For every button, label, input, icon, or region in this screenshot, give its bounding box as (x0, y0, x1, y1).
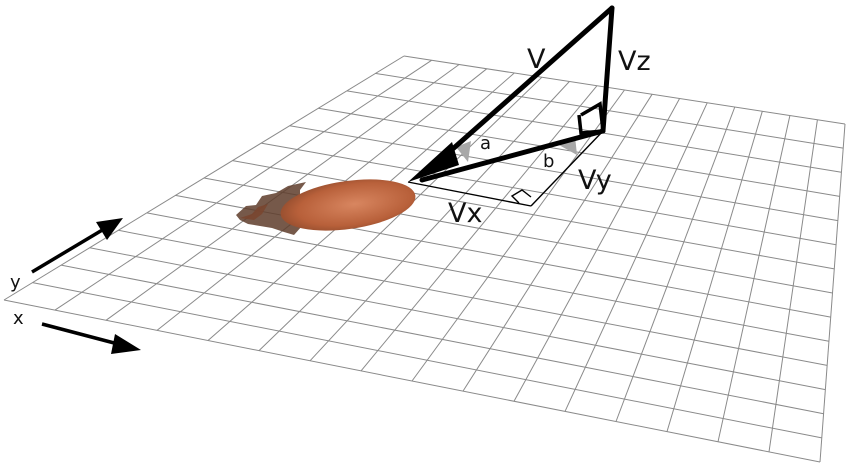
grid-line-across (32, 282, 822, 439)
axis-x-arrow (41, 322, 141, 354)
component-lines (407, 130, 604, 207)
grid-line-across (375, 72, 844, 149)
label-axis-x: x (13, 308, 24, 329)
vector-vz (600, 5, 615, 134)
grid-line-across (3, 299, 821, 463)
label-vx: Vx (448, 198, 482, 229)
axis-y-arrow (31, 218, 123, 274)
label-vy: Vy (578, 165, 612, 196)
label-axis-y: y (10, 272, 21, 293)
vectors (419, 5, 615, 183)
label-v: V (527, 44, 546, 75)
grid-line-across (232, 160, 835, 270)
grid-line-across (89, 247, 826, 391)
grid-line-across (118, 229, 828, 366)
right-angle-marker-vz-inner (580, 101, 605, 132)
grid-line-across (61, 264, 824, 415)
vector-vy (419, 128, 606, 183)
grid-line-across (403, 55, 846, 125)
grid-line-across (289, 125, 838, 222)
angle-a-shade (456, 141, 471, 162)
label-angle-a: a (480, 133, 491, 154)
right-angle-marker-vz (577, 114, 604, 135)
grid-plane (3, 55, 846, 463)
vector-v (435, 5, 615, 165)
grid-line-across (261, 142, 837, 246)
label-angle-b: b (543, 151, 554, 172)
vector-v-arrowhead (408, 142, 459, 182)
grid-line-across (318, 107, 840, 197)
label-vz: Vz (618, 46, 651, 77)
stain (236, 179, 416, 235)
grid-line-across (146, 212, 829, 342)
